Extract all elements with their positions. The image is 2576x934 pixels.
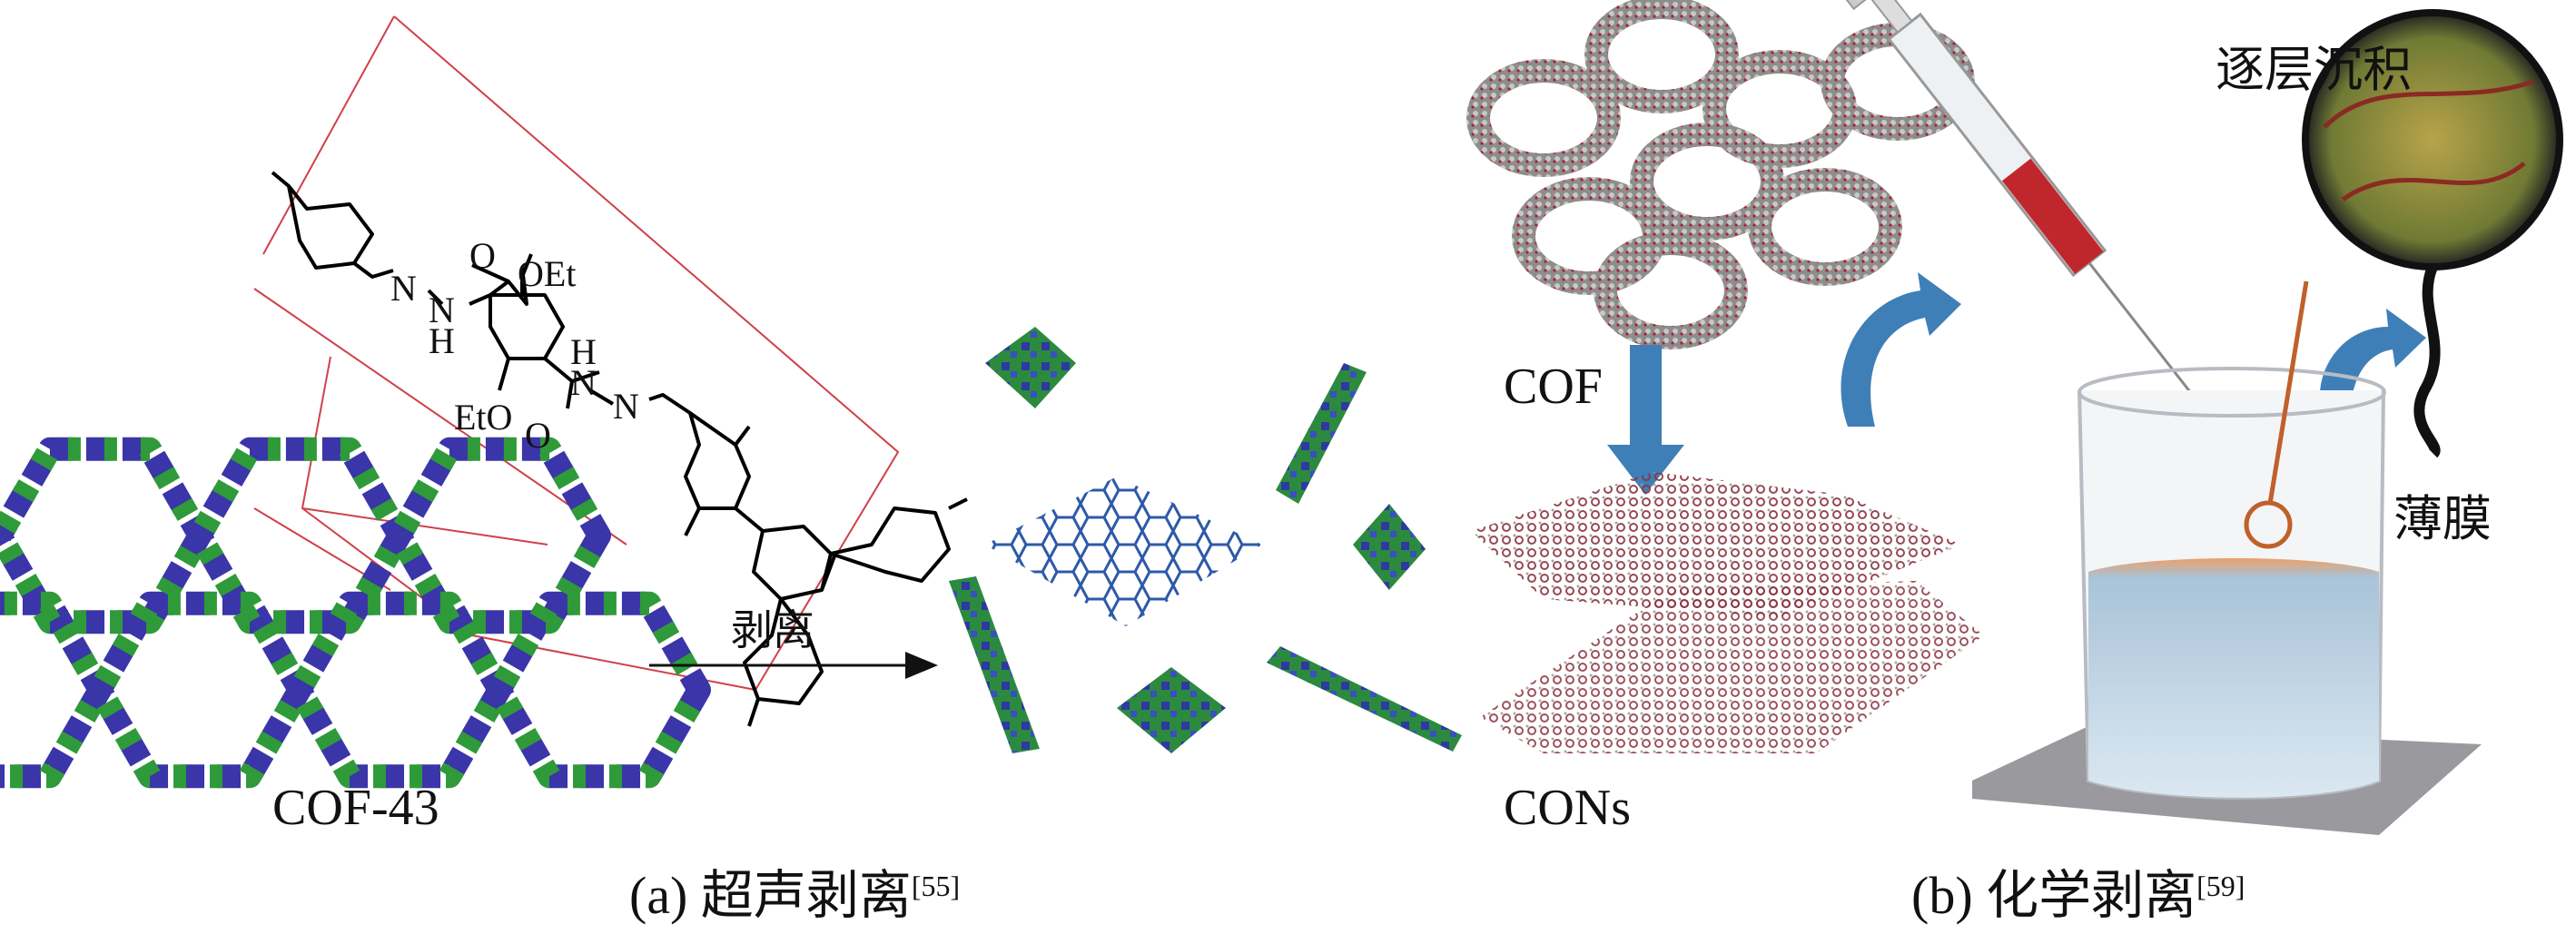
atom-h: H [570,331,597,372]
deposition-label: 逐层沉积 [2216,43,2412,97]
cof-pore [1748,168,1902,286]
linker-structure [271,171,968,727]
cof-pore [1466,59,1621,177]
caption-b-text: (b) 化学剥离 [1911,866,2197,925]
cof-pore [1512,177,1666,295]
cons-nanosheets [1471,472,1984,753]
flake [1276,363,1367,504]
flake [1267,646,1462,752]
caption-b-ref: [59] [2196,870,2245,902]
atom-o: O [469,235,496,276]
cof43-linker [88,591,311,789]
flake [985,327,1076,408]
flake [1353,504,1426,590]
down-arrow [1607,345,1684,495]
exfoliation-label: 剥离 [731,607,814,654]
atom-o: O [525,415,551,456]
cof-pore [1630,123,1784,241]
curved-arrow [1841,272,1961,427]
atom-n: N [570,362,597,403]
atom-n: N [429,290,455,330]
cof-pore [1594,231,1748,349]
bulk-cof-model [1466,0,1975,349]
atom-n: N [390,268,417,309]
atom-h: H [429,320,455,361]
cof43-framework [0,437,711,789]
atom-n: N [613,386,639,427]
cof43-linker [488,591,711,789]
cof43-linker [288,591,511,789]
film-label: 薄膜 [2393,492,2492,546]
flake [1117,667,1226,753]
flake [949,576,1040,753]
cof-label: COF [1504,359,1603,415]
thin-film [2302,9,2563,458]
group-eto: EtO [454,397,513,438]
beaker-on-plate [1972,280,2482,835]
caption-b: (b) 化学剥离[59] [1911,870,2245,922]
exfoliated-flakes [949,327,1462,753]
group-oet: OEt [518,253,577,294]
flake-large-hexnet [985,477,1262,626]
cof43-label: COF-43 [272,780,439,836]
caption-a-ref: [55] [911,870,961,902]
cof43-linker [0,591,112,789]
caption-a: (a) 超声剥离[55] [629,870,960,922]
cof-pore [1584,0,1739,113]
caption-a-text: (a) 超声剥离 [629,866,912,925]
cons-label: CONs [1504,780,1632,836]
